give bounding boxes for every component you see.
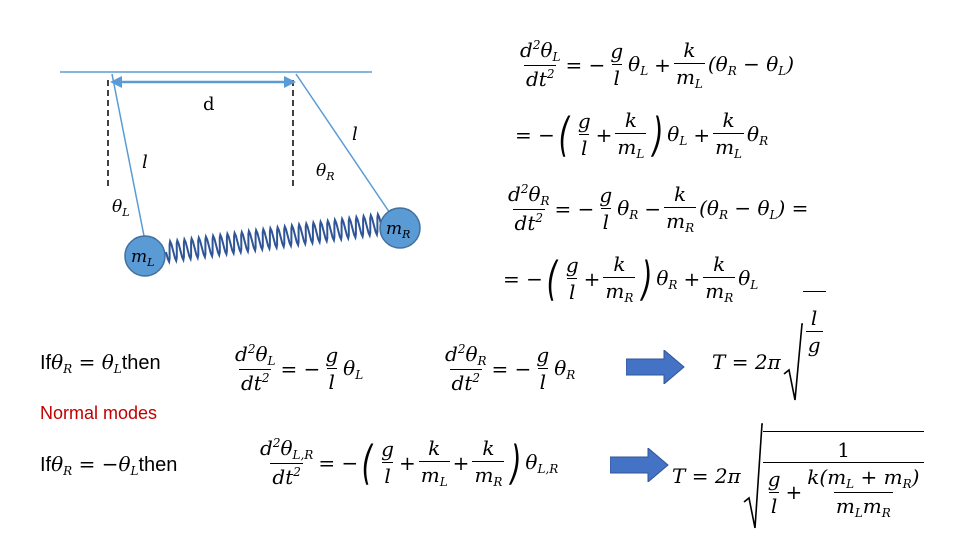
- distance-arrowhead-right: [284, 76, 296, 88]
- length-label-right: l: [352, 124, 358, 145]
- spring: [165, 210, 382, 266]
- left-string: [111, 73, 147, 247]
- case1-arrow: [626, 350, 685, 384]
- period-numerator: 1: [837, 437, 850, 462]
- mass-left-ball: [124, 235, 166, 277]
- angle-label-left: θL: [112, 197, 130, 219]
- right-string: [295, 73, 397, 223]
- case2-condition: If θR = −θL then: [40, 452, 178, 478]
- angle-label-right: θR: [316, 161, 335, 183]
- case2-arrow: [610, 448, 669, 482]
- normal-modes-label: Normal modes: [40, 403, 158, 423]
- case1-condition: If θR = θL then: [40, 350, 161, 376]
- distance-label: d: [203, 94, 215, 115]
- mass-label-right: mR: [386, 219, 410, 241]
- mass-right-ball: [379, 207, 421, 249]
- mass-label-left: mL: [131, 247, 154, 269]
- pendulum-diagram: d l l θL θR mL mR: [60, 71, 421, 277]
- distance-arrowhead-left: [110, 76, 122, 88]
- length-label-left: l: [142, 152, 148, 173]
